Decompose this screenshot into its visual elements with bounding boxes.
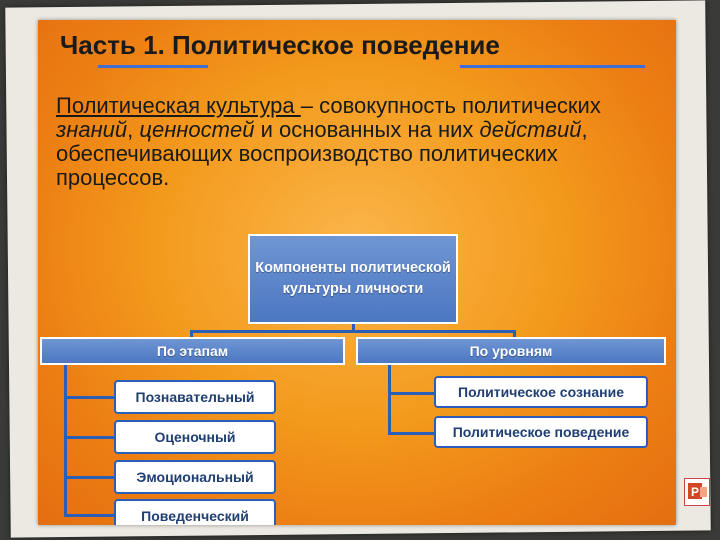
connector — [388, 365, 391, 435]
definition-text: Политическая культура – совокупность пол… — [56, 93, 601, 190]
connector — [64, 514, 114, 517]
connector — [190, 330, 193, 338]
title-accent-line-left — [98, 65, 208, 68]
definition-term: Политическая культура — [56, 93, 301, 118]
slide-title: Часть 1. Политическое поведение — [60, 30, 500, 60]
connector — [190, 330, 516, 333]
slide: Часть 1. Политическое поведение Политиче… — [38, 20, 676, 525]
stage-item: Оценочный — [114, 420, 276, 454]
title-accent-line-right — [460, 65, 645, 68]
connector — [388, 432, 434, 435]
connector — [388, 392, 434, 395]
stage-item: Эмоциональный — [114, 460, 276, 494]
diagram-root-box: Компоненты политической культуры личност… — [248, 234, 458, 324]
connector — [513, 330, 516, 338]
connector — [64, 365, 67, 515]
connector — [64, 396, 114, 399]
branch-header-levels: По уровням — [356, 337, 666, 365]
powerpoint-icon[interactable]: P — [684, 478, 710, 506]
svg-text:P: P — [691, 485, 699, 499]
level-item: Политическое сознание — [434, 376, 648, 408]
connector — [64, 476, 114, 479]
branch-header-stages: По этапам — [40, 337, 345, 365]
connector — [352, 324, 355, 332]
connector — [64, 436, 114, 439]
stage-item: Познавательный — [114, 380, 276, 414]
stage-item: Поведенческий — [114, 499, 276, 525]
level-item: Политическое поведение — [434, 416, 648, 448]
